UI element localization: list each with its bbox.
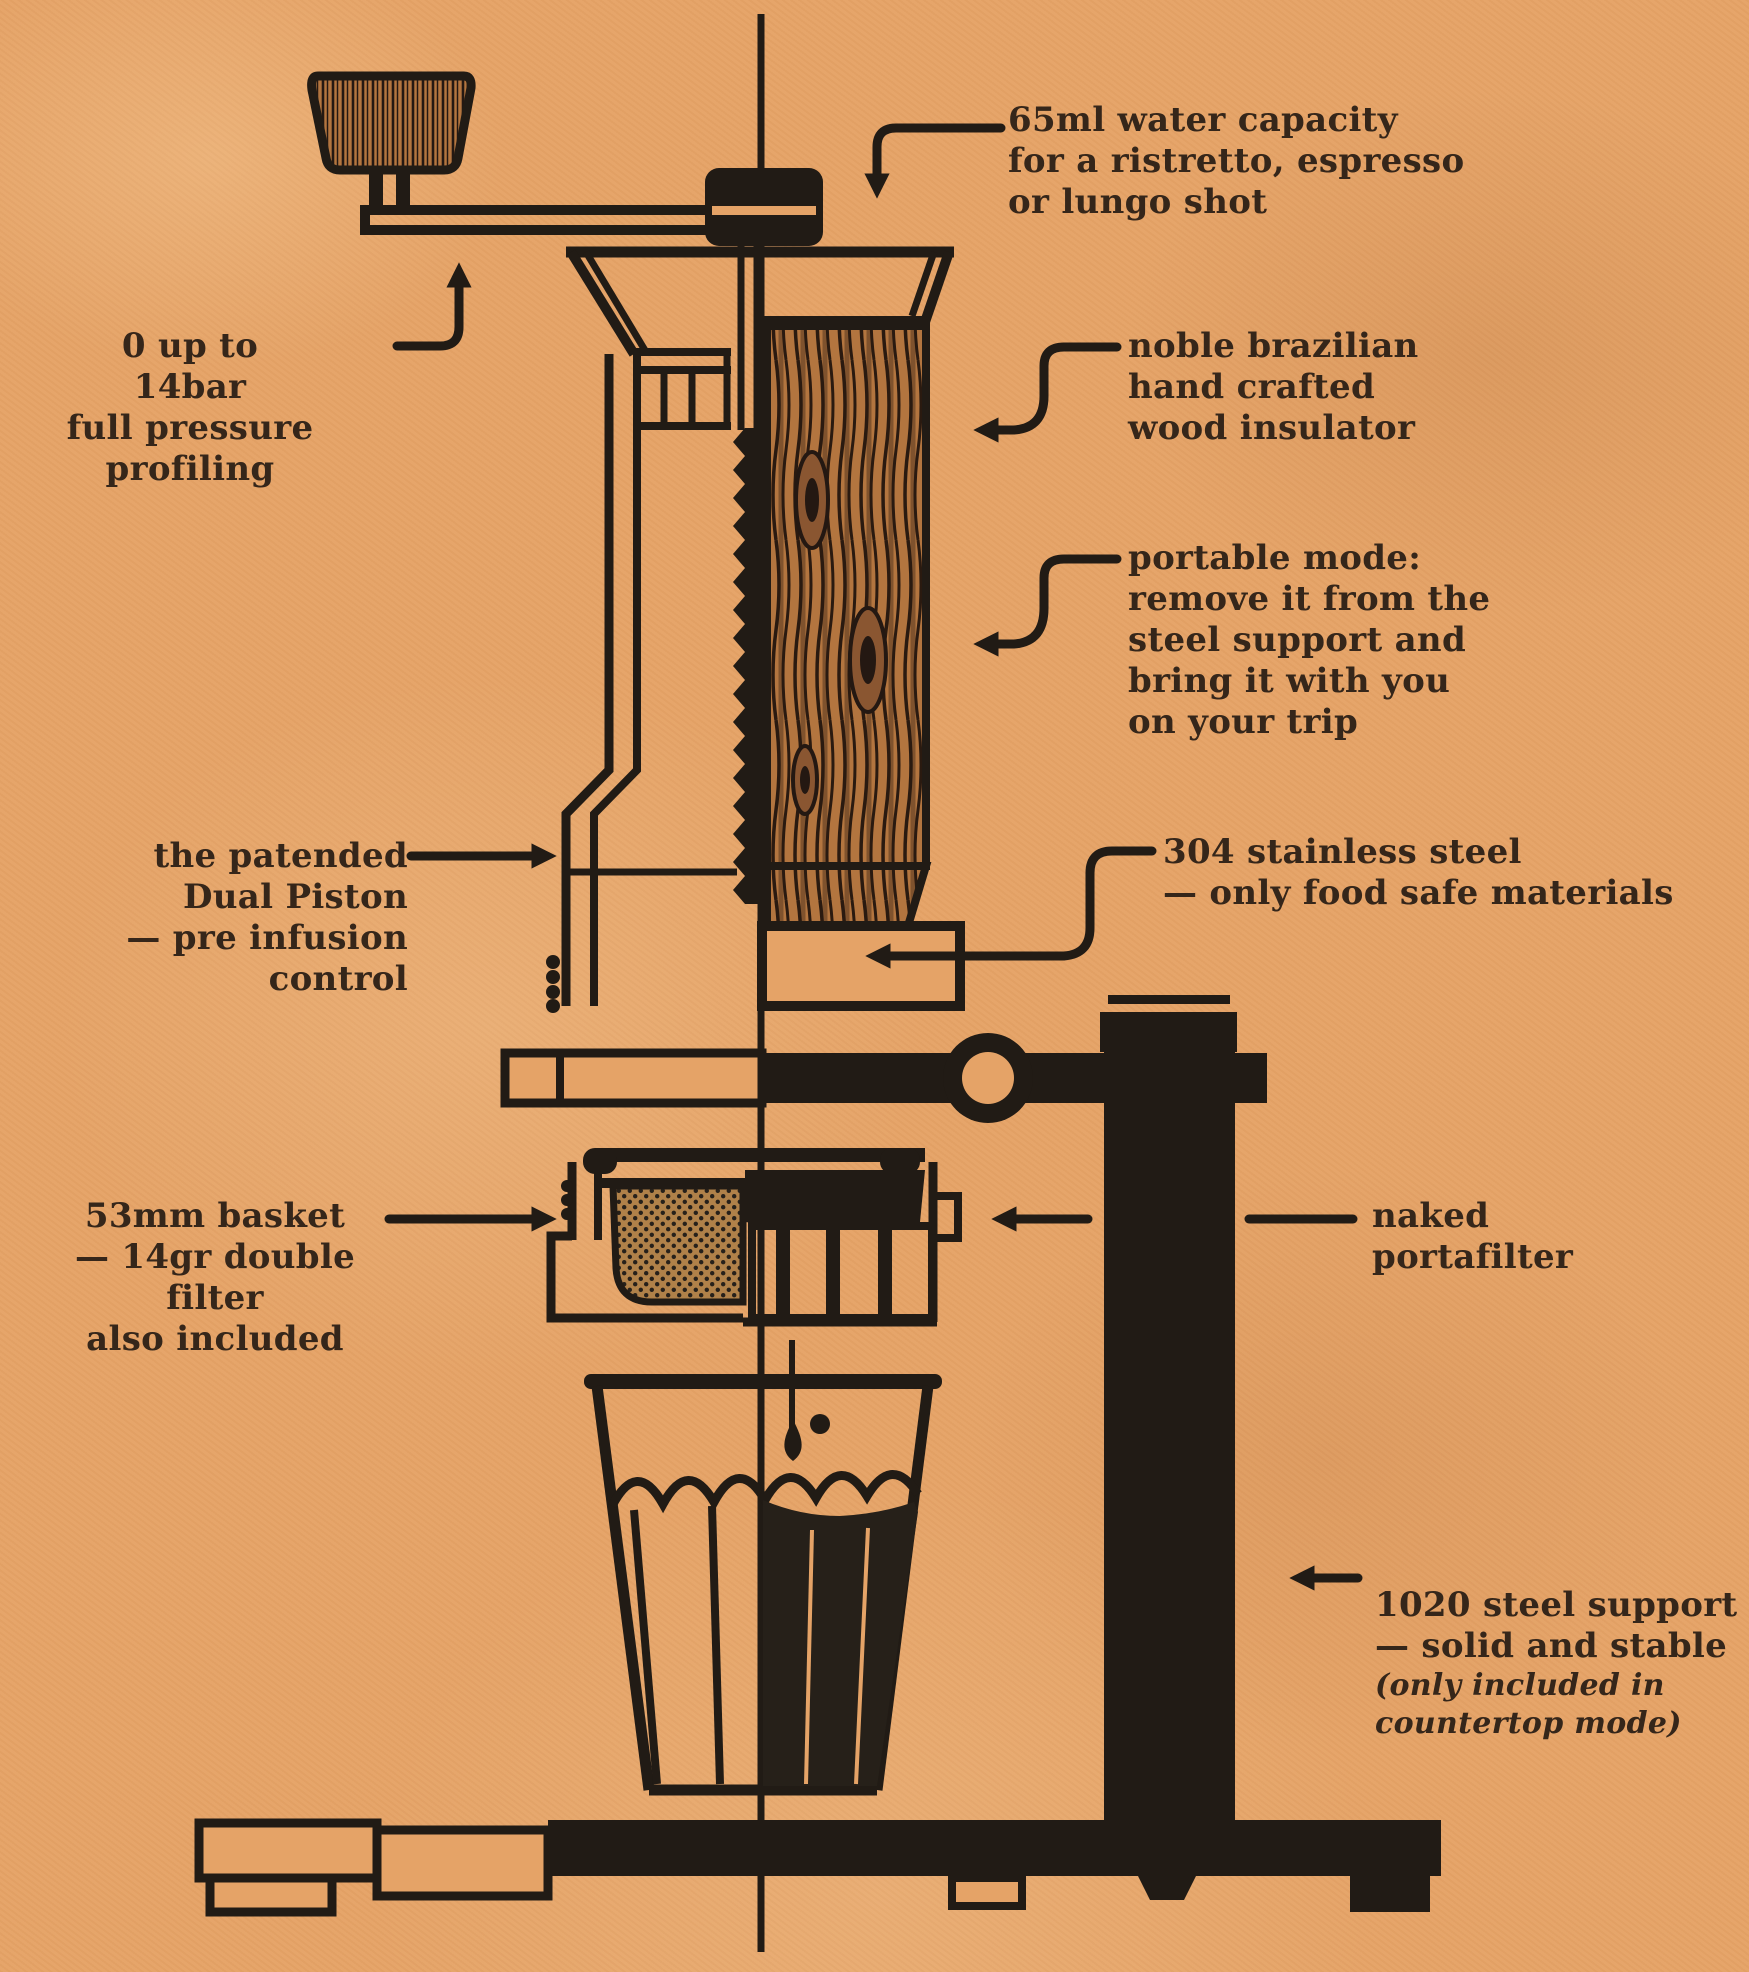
espresso-fill bbox=[763, 1500, 918, 1786]
portafilter-spring bbox=[561, 1180, 573, 1220]
crank-handle bbox=[307, 71, 823, 246]
steel-post bbox=[1100, 995, 1237, 1827]
label-dual-piston: the patended Dual Piston — pre infusion … bbox=[126, 836, 408, 999]
label-wood: noble brazilian hand crafted wood insula… bbox=[1128, 326, 1419, 448]
callout-portable bbox=[973, 554, 1122, 657]
steel-base-block bbox=[757, 921, 965, 1011]
wood-knots bbox=[791, 450, 888, 816]
funnel bbox=[566, 246, 954, 357]
callout-water-capacity bbox=[864, 123, 1006, 199]
label-stainless: 304 stainless steel — only food safe mat… bbox=[1163, 832, 1674, 913]
base-plate bbox=[194, 1818, 1441, 1917]
wood-insulator bbox=[762, 316, 932, 930]
label-portafilter: naked portafilter bbox=[1372, 1196, 1574, 1277]
basket-mesh bbox=[609, 1182, 747, 1306]
callout-pressure bbox=[392, 262, 472, 351]
label-basket: 53mm basket — 14gr double filter also in… bbox=[74, 1196, 356, 1359]
label-pressure: 0 up to 14bar full pressure profiling bbox=[66, 326, 314, 489]
portafilter bbox=[546, 1148, 962, 1327]
glass-scallops bbox=[608, 1470, 922, 1514]
wood-knob bbox=[307, 71, 476, 175]
callout-stainless bbox=[865, 846, 1157, 969]
piston-assembly bbox=[546, 246, 766, 1013]
label-support-main: 1020 steel support — solid and stable bbox=[1375, 1585, 1738, 1666]
portafilter-collar bbox=[745, 1170, 925, 1227]
callout-wood bbox=[973, 342, 1122, 443]
label-portable: portable mode: remove it from the steel … bbox=[1128, 538, 1491, 742]
label-water-capacity: 65ml water capacity for a ristretto, esp… bbox=[1008, 100, 1465, 222]
label-support: 1020 steel support — solid and stable (o… bbox=[1375, 1544, 1737, 1784]
espresso-drip bbox=[784, 1340, 830, 1461]
pre-infusion-spring bbox=[546, 955, 560, 1013]
glass-cup bbox=[584, 1374, 942, 1796]
threaded-rod bbox=[733, 428, 766, 904]
label-support-note: (only included in countertop mode) bbox=[1375, 1668, 1682, 1741]
